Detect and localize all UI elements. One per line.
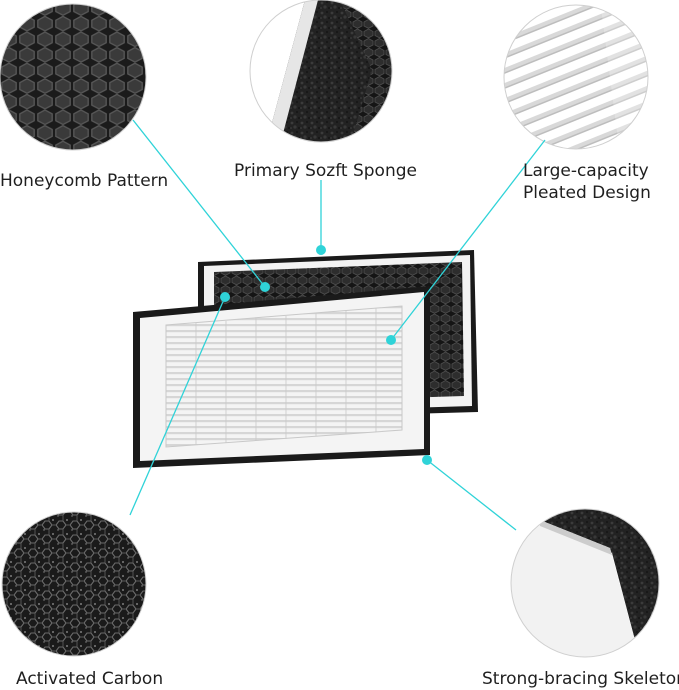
callout-honeycomb-dot bbox=[260, 282, 270, 292]
callout-lines bbox=[129, 119, 546, 531]
sponge-label: Primary Sozft Sponge bbox=[234, 161, 417, 181]
front-hepa-filter bbox=[133, 286, 430, 468]
callout-dots bbox=[220, 245, 432, 465]
honeycomb-zoom-circle bbox=[0, 3, 147, 151]
carbon-label: Activated Carbon bbox=[16, 669, 164, 689]
sponge-zoom-circle bbox=[249, 0, 393, 143]
callout-pleated-line bbox=[390, 139, 546, 341]
skeleton-zoom-circle bbox=[510, 508, 660, 658]
carbon-zoom-circle bbox=[1, 511, 147, 657]
callout-skeleton-line bbox=[426, 459, 517, 531]
pleated-label: Large-capacity Pleated Design bbox=[523, 160, 651, 204]
pleated-label-line1: Large-capacity bbox=[523, 161, 649, 181]
skeleton-label: Strong-bracing Skeleton bbox=[482, 669, 679, 689]
callout-pleated-dot bbox=[386, 335, 396, 345]
callout-honeycomb-line bbox=[132, 119, 266, 288]
callout-carbon-dot bbox=[220, 292, 230, 302]
callout-skeleton-dot bbox=[422, 455, 432, 465]
pleated-zoom-circle bbox=[503, 4, 649, 150]
pleated-label-line2: Pleated Design bbox=[523, 183, 651, 203]
honeycomb-label: Honeycomb Pattern bbox=[0, 171, 169, 191]
callout-carbon-line bbox=[129, 296, 226, 516]
callout-sponge-dot bbox=[316, 245, 326, 255]
